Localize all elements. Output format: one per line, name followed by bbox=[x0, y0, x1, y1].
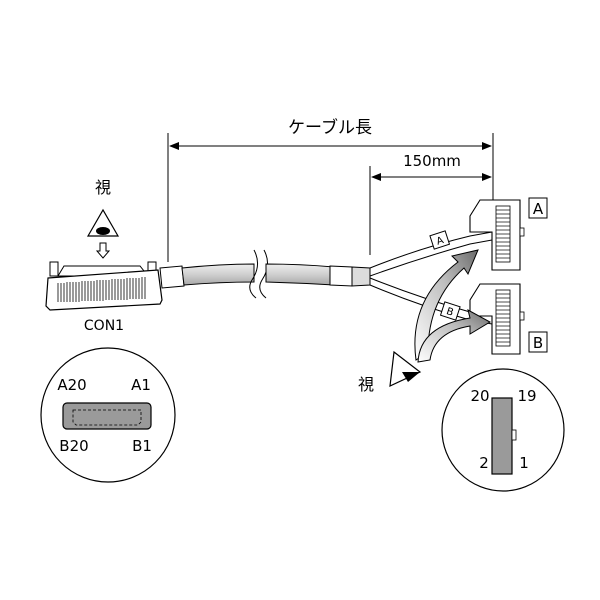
branch-pin-1: 1 bbox=[519, 454, 529, 472]
branch-connector-b: B bbox=[469, 283, 548, 355]
cable-tag-b: B bbox=[439, 301, 461, 321]
branch-face bbox=[491, 397, 513, 475]
view-label-bottom: 視 bbox=[358, 375, 374, 394]
eye-pupil-icon bbox=[96, 227, 110, 235]
branch-connector-a: A bbox=[469, 197, 548, 271]
eye-pupil-icon bbox=[402, 372, 420, 382]
main-cable bbox=[159, 249, 371, 299]
svg-text:B: B bbox=[445, 306, 455, 319]
branch-length-label: 150mm bbox=[403, 152, 461, 170]
con1-connector: CON1 bbox=[45, 261, 163, 334]
cable-tag-a: A bbox=[429, 230, 451, 250]
con1-pin-a20: A20 bbox=[57, 376, 86, 394]
svg-text:A: A bbox=[435, 235, 445, 248]
con1-pin-b1: B1 bbox=[132, 437, 152, 455]
cable-length-label: ケーブル長 bbox=[288, 117, 372, 138]
branch-a-label: A bbox=[533, 200, 544, 218]
down-arrow-icon bbox=[95, 242, 111, 259]
eye-icon bbox=[389, 350, 422, 387]
view-indicator-bottom: 視 bbox=[358, 350, 422, 394]
branch-pin-20: 20 bbox=[470, 387, 489, 405]
pinout-branch: 20 19 2 1 bbox=[441, 368, 565, 492]
con1-face bbox=[62, 402, 152, 430]
cable-length-dimension: ケーブル長 bbox=[167, 117, 494, 262]
pinout-con1: A20 A1 B20 B1 bbox=[40, 347, 176, 483]
view-indicator-top: 視 bbox=[86, 178, 120, 259]
eye-icon bbox=[86, 208, 120, 237]
con1-pin-b20: B20 bbox=[59, 437, 88, 455]
view-arrows-bottom bbox=[414, 249, 492, 363]
con1-pin-a1: A1 bbox=[131, 376, 151, 394]
view-label-top: 視 bbox=[95, 178, 111, 197]
branch-pin-19: 19 bbox=[517, 387, 536, 405]
branch-length-dimension: 150mm bbox=[369, 152, 492, 255]
con1-ribs bbox=[57, 277, 146, 302]
branch-b-label: B bbox=[533, 334, 543, 352]
branch-pin-2: 2 bbox=[479, 454, 489, 472]
con1-label: CON1 bbox=[84, 318, 124, 334]
